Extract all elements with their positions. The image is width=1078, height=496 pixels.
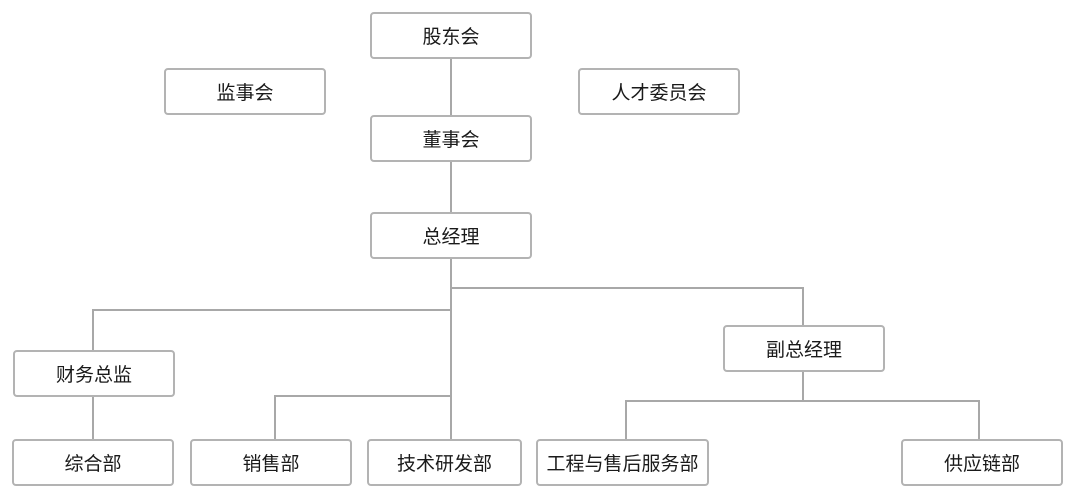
connector-gm-cfo [92,309,451,351]
node-cfo: 财务总监 [13,350,175,397]
node-general-manager: 总经理 [370,212,532,259]
connector-gm-deputy [451,287,804,326]
node-general-affairs: 综合部 [12,439,174,486]
node-supply-chain: 供应链部 [901,439,1063,486]
node-engineering-service: 工程与售后服务部 [536,439,709,486]
node-deputy-gm: 副总经理 [723,325,885,372]
connector-deputy-supply-chain [803,400,980,440]
node-talent-committee: 人才委员会 [578,68,740,115]
node-supervisory-board: 监事会 [164,68,326,115]
connector-gm-sales [274,395,451,440]
node-shareholders: 股东会 [370,12,532,59]
node-board-of-directors: 董事会 [370,115,532,162]
node-sales: 销售部 [190,439,352,486]
connector-deputy-engineering [625,400,803,440]
node-rnd: 技术研发部 [367,439,522,486]
